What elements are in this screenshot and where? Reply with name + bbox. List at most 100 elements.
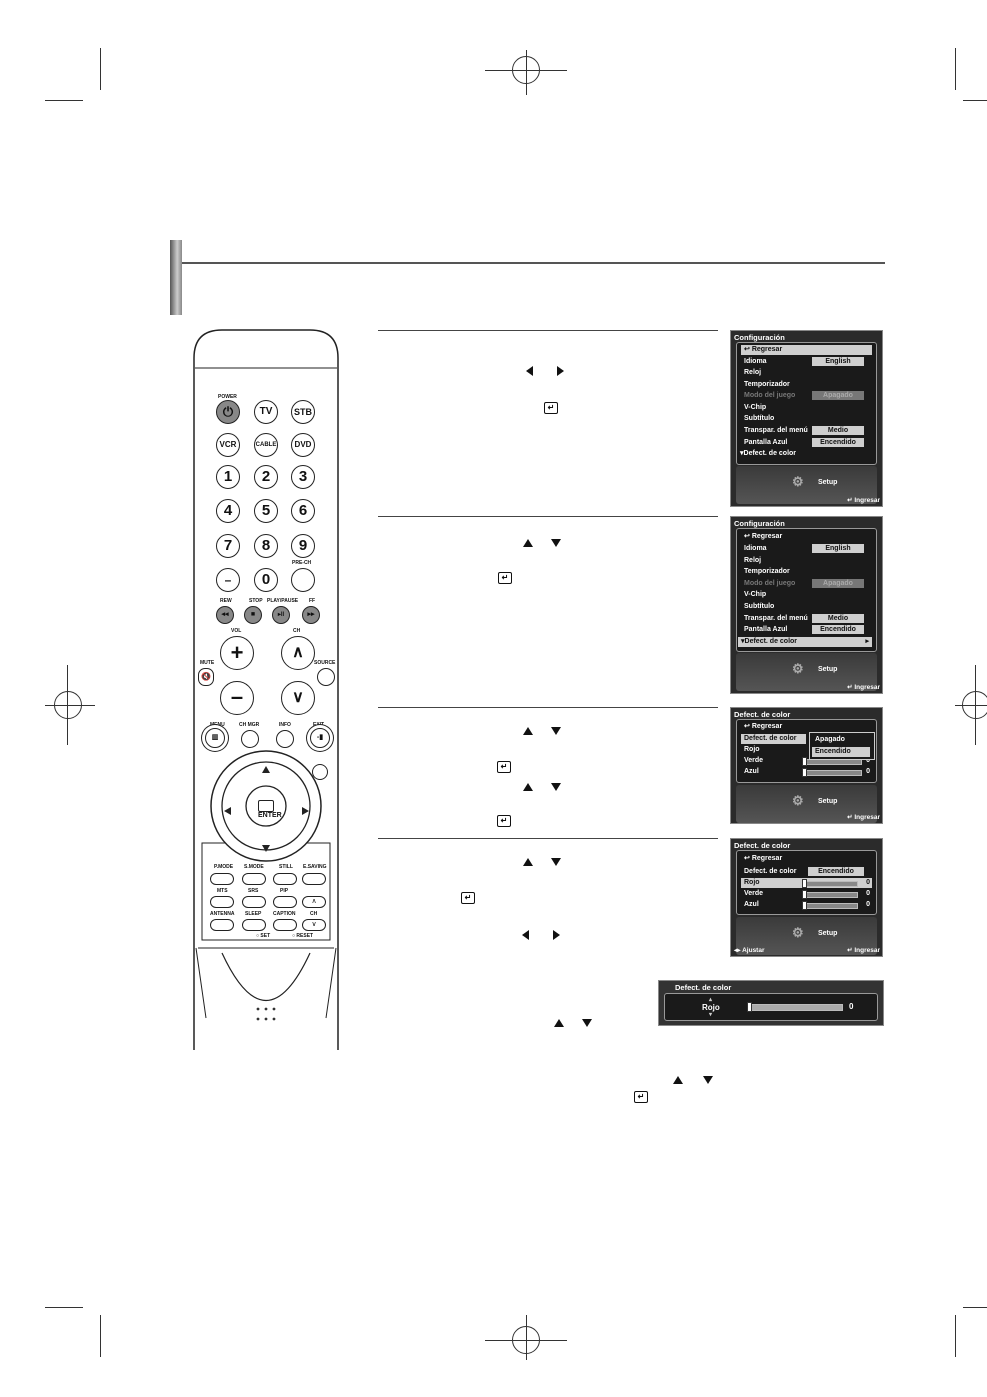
chmgr-button[interactable] (241, 730, 259, 748)
menu-item-defect-color[interactable]: Defect. de color (741, 734, 806, 744)
cable-button[interactable]: CABLE (254, 433, 278, 457)
menu-item-temporizador[interactable]: Temporizador (741, 567, 872, 577)
ch-down-button[interactable]: ∨ (281, 681, 315, 715)
menu-item-reloj[interactable]: Reloj (741, 368, 872, 378)
pip-button[interactable] (273, 896, 297, 908)
mute-button[interactable]: 🔇 (198, 668, 214, 686)
vol-up-button[interactable]: + (220, 636, 254, 670)
menu-item-subtitulo[interactable]: Subtítulo (741, 414, 872, 424)
menu-item-regresar[interactable]: ↩ Regresar (744, 723, 783, 730)
stop-button[interactable]: ■ (244, 606, 262, 624)
srs-button[interactable] (242, 896, 266, 908)
esaving-button[interactable] (302, 873, 326, 885)
digit-5-button[interactable]: 5 (254, 499, 278, 523)
menu-item-defect-color[interactable]: ▾Defect. de color▸ (738, 637, 872, 647)
menu-item-defect-color[interactable]: ▾Defect. de color (740, 450, 797, 457)
power-button[interactable]: ⏻ (216, 400, 240, 424)
mts-button[interactable] (210, 896, 234, 908)
source-button[interactable] (317, 668, 335, 686)
caption-button[interactable] (273, 919, 297, 931)
vol-label: VOL (231, 628, 242, 634)
prech-button[interactable] (291, 568, 315, 592)
menu-item-rojo[interactable]: Rojo (741, 745, 872, 755)
vcr-button[interactable]: VCR (216, 433, 240, 457)
menu-item-vchip[interactable]: V-Chip (741, 590, 872, 600)
stb-button[interactable]: STB (291, 400, 315, 424)
menu-item-regresar[interactable]: ↩ Regresar (741, 345, 872, 355)
smode-button[interactable] (242, 873, 266, 885)
rojo-slider-knob[interactable] (802, 879, 807, 888)
dvd-button[interactable]: DVD (291, 433, 315, 457)
ch-down-small-button[interactable]: ∨ (302, 919, 326, 931)
setup-label: Setup (818, 666, 838, 673)
crop-mark (45, 1307, 83, 1308)
dropdown-option-encendido[interactable]: Encendido (812, 747, 870, 757)
digit-0-button[interactable]: 0 (254, 568, 278, 592)
up-arrow-icon (523, 783, 533, 791)
digit-2-button[interactable]: 2 (254, 465, 278, 489)
digit-7-button[interactable]: 7 (216, 534, 240, 558)
menu-item-temporizador[interactable]: Temporizador (741, 380, 872, 390)
verde-value: 0 (866, 890, 870, 897)
menu-item-vchip[interactable]: V-Chip (741, 403, 872, 413)
digit-1-button[interactable]: 1 (216, 465, 240, 489)
menu-item-label: Idioma (744, 545, 767, 552)
menu-item-regresar[interactable]: ↩ Regresar (744, 855, 783, 862)
azul-slider-knob[interactable] (802, 768, 807, 777)
modo-value: Apagado (812, 579, 864, 588)
ff-button[interactable]: ▸▸ (302, 606, 320, 624)
osd-slider-rojo: Defect. de color ▴ Rojo ▾ 0 (658, 980, 884, 1026)
rojo-slider-knob[interactable] (747, 1002, 752, 1012)
light-button[interactable] (312, 764, 328, 780)
dropdown-option-apagado[interactable]: Apagado (815, 736, 845, 743)
ingresar-hint: ↵ Ingresar (847, 684, 880, 691)
still-button[interactable] (273, 873, 297, 885)
menu-button[interactable]: ▥ (205, 728, 225, 748)
slider-title: Defect. de color (675, 983, 732, 992)
playpause-button[interactable]: ▸ll (272, 606, 290, 624)
verde-slider-knob[interactable] (802, 890, 807, 899)
menu-item-label: Regresar (751, 723, 783, 730)
digit-8-button[interactable]: 8 (254, 534, 278, 558)
digit-4-button[interactable]: 4 (216, 499, 240, 523)
rojo-slider-track (802, 881, 858, 887)
enter-icon[interactable] (258, 800, 274, 812)
digit-6-button[interactable]: 6 (291, 499, 315, 523)
rew-button[interactable]: ◂◂ (216, 606, 234, 624)
azul-slider-knob[interactable] (802, 901, 807, 910)
ch-up-button[interactable]: ∧ (281, 636, 315, 670)
digit-9-button[interactable]: 9 (291, 534, 315, 558)
info-button[interactable] (276, 730, 294, 748)
exit-button[interactable]: -▮ (310, 728, 330, 748)
antenna-button[interactable] (210, 919, 234, 931)
crop-mark (955, 48, 956, 90)
azul-slider-track (802, 903, 858, 909)
ingresar-text: Ingresar (854, 684, 880, 691)
menu-item-subtitulo[interactable]: Subtítulo (741, 602, 872, 612)
menu-item-reloj[interactable]: Reloj (741, 556, 872, 566)
menu-item-regresar[interactable]: ↩ Regresar (744, 533, 783, 540)
vol-down-button[interactable]: – (220, 681, 254, 715)
tv-button[interactable]: TV (254, 400, 278, 424)
ch-up-small-button[interactable]: ∧ (302, 896, 326, 908)
dash-button[interactable]: – (216, 568, 240, 592)
verde-slider-knob[interactable] (802, 757, 807, 766)
osd-menu-defect-color-dropdown: Defect. de color ↩ Regresar Defect. de c… (730, 707, 883, 824)
sleep-button[interactable] (242, 919, 266, 931)
digit-3-button[interactable]: 3 (291, 465, 315, 489)
caption-label: CAPTION (273, 911, 296, 917)
up-arrow-icon (523, 539, 533, 547)
menu-item-label: Temporizador (744, 381, 790, 388)
pmode-button[interactable] (210, 873, 234, 885)
